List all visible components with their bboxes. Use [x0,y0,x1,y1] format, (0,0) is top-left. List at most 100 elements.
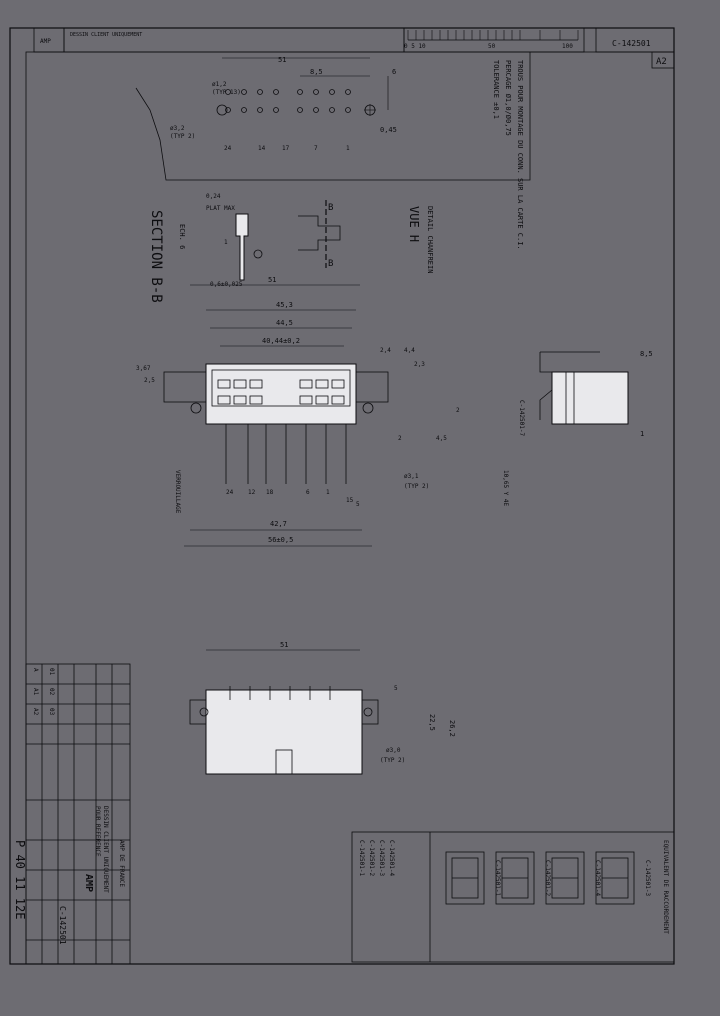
variant-1: C-142501-1 [445,851,501,905]
bottom-ref-a: ø3,0 [386,747,401,754]
dim-40-44: 40,44±0,2 [262,337,300,345]
section-bb-label: SECTION B-B [148,210,164,303]
dim-3-67: 3,67 [136,365,151,372]
hole-row-bottom [225,107,351,113]
dim-0-6: 0,6±0,025 [210,281,243,288]
dim-2-3: 2,3 [414,361,425,368]
rev-row-2-a: A2 [32,708,39,716]
rev-row-0-b: 01 [48,668,55,676]
dim-0-45: 0,45 [380,126,397,134]
revision-letter: A2 [656,57,667,67]
flange-hole-right [362,402,374,414]
rev-row-2-b: 03 [48,708,55,716]
pcb-hole-pattern: 51 8,5 6 0,45 ø1,2 (TYP 13) ø3,2 (TYP 2)… [135,52,531,181]
side-housing [551,371,629,425]
table-label-3: C-142501-3 [378,840,385,877]
bottom-dim-26-2: 26,2 [448,720,456,737]
bottom-dim-51: 51 [280,641,288,649]
detail-chanfrein-label: DETAIL CHANFREIN [426,206,434,273]
side-ref: C-142501-7 [518,400,525,437]
contact-cavities [217,379,345,405]
connector-side-view: 8,5 1 C-142501-7 10,65 Y 4E [502,350,653,507]
variant-ref-2: C-142501-2 [544,860,551,897]
variants-table: C-142501-1 C-142501-2 C-142501-3 C-14250… [351,831,675,963]
mounting-notes: TROUS POUR MONTAGE DU CONN. SUR LA CARTE… [492,60,524,250]
dim-2-small: 2 [398,435,402,442]
arrow-b-top: B [328,203,333,213]
plat-max-label: PLAT MAX [206,205,235,212]
dim-6: 6 [392,68,396,76]
table-label-4: C-142501-4 [388,840,395,877]
dim-51-top: 51 [278,56,286,64]
bottom-dim-5: 5 [394,685,398,692]
customer-label-2: POUR REFERENCE [94,806,101,857]
section-bb-detail: 0,24 PLAT MAX 1 0,6±0,025 SECTION B-B EC… [148,193,263,303]
variant-ref-1: C-142501-1 [494,860,501,897]
variant-2: C-142501-2 [495,851,551,905]
dim-phi-3-2: ø3,2 [170,125,185,132]
mount-hole-left [216,104,228,116]
customer-label: DESSIN CLIENT UNIQUEMENT [102,806,109,893]
scale-label-0: 0 5 10 [404,43,426,50]
scale-ticks [407,30,579,40]
drawing-number: C-142501 [612,39,651,48]
term-6: 6 [306,489,310,496]
dim-2-5: 2,5 [144,377,155,384]
bottom-housing [205,689,363,775]
variant-3: C-142501-4 [545,851,601,905]
drawing-number-box [595,27,675,53]
dim-2-side: 2 [456,407,460,414]
company-name: AMP DE FRANCE [118,840,125,887]
connector-front-view: 51 45,3 44,5 40,44±0,2 24 12 [136,276,460,547]
rev-row-0-a: A [32,668,39,672]
table-label-1: C-142501-1 [358,840,365,877]
vue-h-label: VUE H [407,206,421,242]
connector-bottom-view: 51 5 ø3,0 (TYP 2) 26,2 22,5 [189,641,456,775]
terminal-pins [225,424,347,484]
section-scale-note: ECH. 6 [178,224,186,249]
bottom-dim-22: 22,5 [428,714,436,731]
scale-label-100: 100 [562,43,573,50]
pin-label-17: 17 [282,145,290,152]
term-15: 15 [346,497,354,504]
vue-h-detail: B B VUE H DETAIL CHANFREIN [298,200,434,273]
pin-label-14: 14 [258,145,266,152]
arrow-b-bottom: B [328,259,333,269]
pin-label-1: 1 [346,145,350,152]
dim-51-mid: 51 [268,276,276,284]
inner-border [25,51,675,965]
hole-row-top [225,89,351,95]
side-dim-8-5: 8,5 [640,350,653,358]
flange-hole-left [190,402,202,414]
dim-2-4: 2,4 [380,347,391,354]
mounting-note: TROUS POUR MONTAGE DU CONN. SUR LA CARTE… [516,60,524,250]
pin-label-7: 7 [314,145,318,152]
title-drawing-number: C-142501 [58,906,67,945]
side-dim-1: 1 [640,430,644,438]
variant-ref-4: C-142501-3 [644,860,651,897]
header-customer: DESSIN CLIENT UNIQUEMENT [70,32,142,38]
dim-4-4: 4,4 [404,347,415,354]
dim-phi-1-2: ø1,2 [212,81,227,88]
term-1: 1 [326,489,330,496]
dim-44-5: 44,5 [276,319,293,327]
rev-row-1-b: 02 [48,688,55,696]
connector-housing [205,363,357,425]
latch-label: VERROUILLAGE [174,470,181,514]
scale-box [403,27,585,53]
dim-phi-3-1-typ: (TYP 2) [404,483,429,490]
dim-phi-3-2-typ: (TYP 2) [170,133,195,140]
dim-8-5: 8,5 [310,68,323,76]
dim-0-24: 0,24 [206,193,221,200]
term-24: 24 [226,489,234,496]
drilling-note: PERCAGE Ø1,0/Ø0,75 [504,60,512,136]
dim-42-7: 42,7 [270,520,287,528]
variants-header: EQUIVALENT DE RACCORDEMENT [662,840,669,934]
variant-4: C-142501-3 [595,851,651,905]
stamp-text: P 40 11 12E [13,840,27,919]
dim-5: 5 [356,501,360,508]
dim-phi-1-2-typ: (TYP 13) [212,89,241,96]
tolerance-note: TOLERANCE ±0,1 [492,60,500,119]
dim-56: 56±0,5 [268,536,293,544]
